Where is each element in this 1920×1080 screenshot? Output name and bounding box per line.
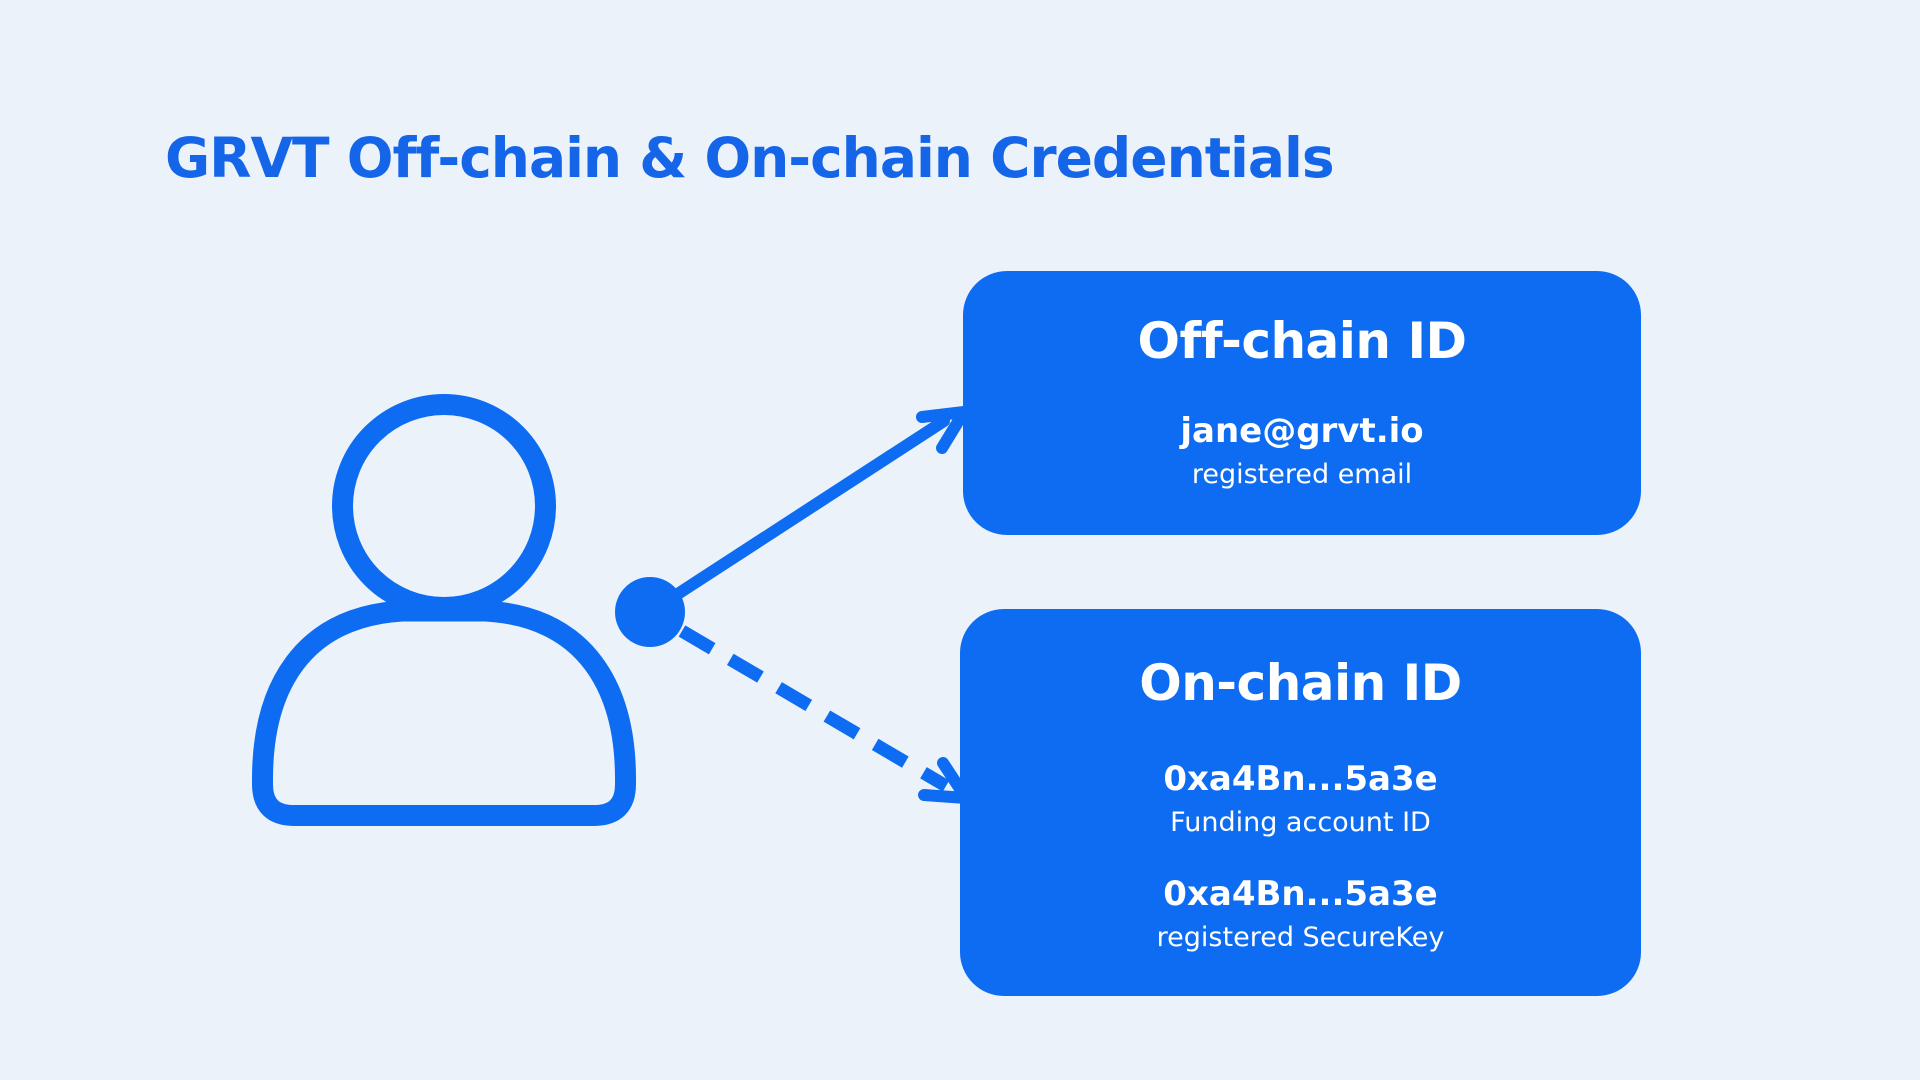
onchain-credential-funding: 0xa4Bn...5a3e Funding account ID bbox=[1163, 759, 1437, 840]
funding-account-id-label: Funding account ID bbox=[1170, 806, 1431, 838]
offchain-id-card: Off-chain ID jane@grvt.io registered ema… bbox=[963, 271, 1641, 535]
user-icon bbox=[252, 394, 636, 826]
securekey-label: registered SecureKey bbox=[1156, 921, 1445, 953]
user-body-outline bbox=[252, 600, 636, 826]
page-title: GRVT Off-chain & On-chain Credentials bbox=[165, 126, 1335, 190]
securekey-value: 0xa4Bn...5a3e bbox=[1163, 873, 1438, 914]
dashed-arrow bbox=[678, 625, 972, 804]
offchain-credential-value: jane@grvt.io bbox=[1180, 411, 1424, 451]
onchain-id-card: On-chain ID 0xa4Bn...5a3e Funding accoun… bbox=[960, 609, 1641, 996]
solid-arrow bbox=[644, 406, 970, 618]
solid-arrow-shaft bbox=[644, 415, 950, 618]
offchain-credential: jane@grvt.io registered email bbox=[1180, 411, 1423, 492]
onchain-card-title: On-chain ID bbox=[1139, 654, 1462, 712]
onchain-credential-securekey: 0xa4Bn...5a3e registered SecureKey bbox=[1157, 874, 1445, 955]
user-head-outline bbox=[332, 394, 556, 618]
offchain-credential-label: registered email bbox=[1191, 458, 1413, 490]
offchain-card-title: Off-chain ID bbox=[1137, 312, 1467, 370]
dashed-arrow-shaft bbox=[678, 625, 950, 792]
funding-account-id-value: 0xa4Bn...5a3e bbox=[1163, 759, 1438, 799]
